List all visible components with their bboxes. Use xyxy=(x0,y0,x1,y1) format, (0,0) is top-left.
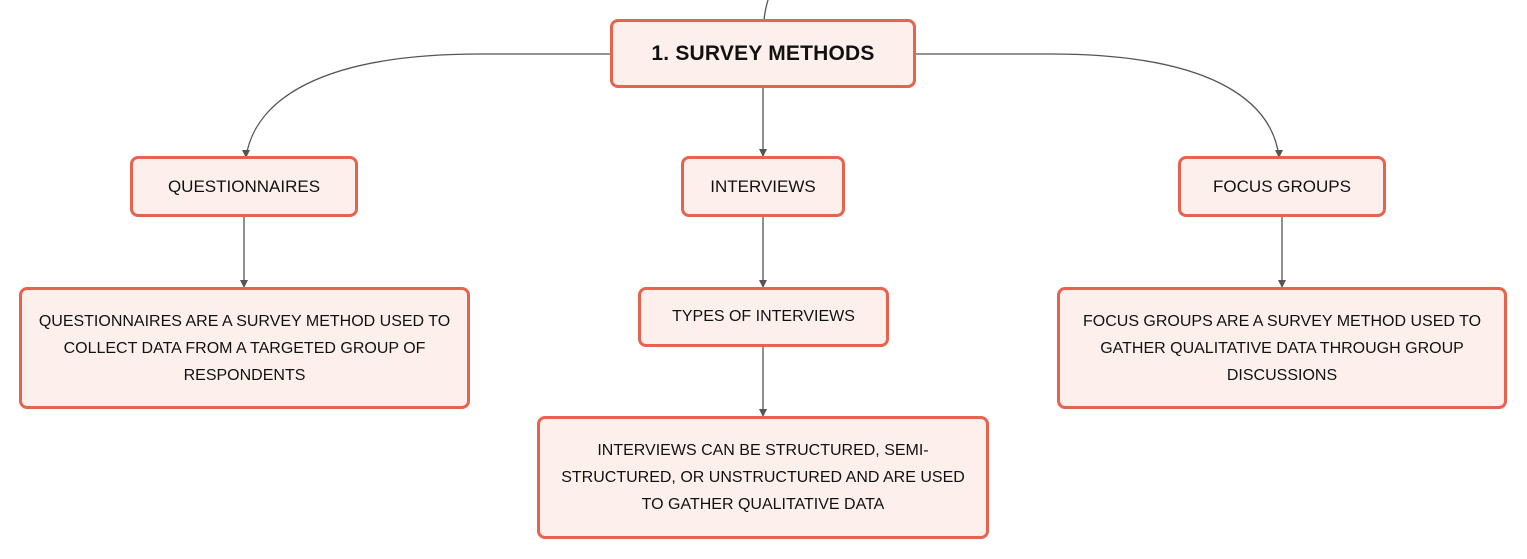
node-focus-groups-label: FOCUS GROUPS xyxy=(1213,176,1351,196)
connector-parent-to-root xyxy=(763,0,769,21)
node-interviews-description-label: INTERVIEWS CAN BE STRUCTURED, SEMI-STRUC… xyxy=(561,442,965,513)
arrowhead xyxy=(242,150,250,158)
node-questionnaires-description-label: QUESTIONNAIRES ARE A SURVEY METHOD USED … xyxy=(38,312,451,384)
node-questionnaires-label: QUESTIONNAIRES xyxy=(167,176,321,196)
arrowhead xyxy=(759,149,767,157)
node-types-of-interviews-label: TYPES OF INTERVIEWS xyxy=(672,308,855,325)
node-interviews-description[interactable]: INTERVIEWS CAN BE STRUCTURED, SEMI-STRUC… xyxy=(537,416,989,539)
node-focus-groups[interactable]: FOCUS GROUPS xyxy=(1178,156,1386,217)
arrowhead xyxy=(1275,150,1283,158)
node-interviews-label: INTERVIEWS xyxy=(710,176,816,196)
root-node-label: 1. SURVEY METHODS xyxy=(651,41,875,65)
root-node[interactable]: 1. SURVEY METHODS xyxy=(610,19,916,88)
connector-root-to-focus-groups xyxy=(916,53,1280,158)
node-focus-groups-description-label: FOCUS GROUPS ARE A SURVEY METHOD USED TO… xyxy=(1082,312,1482,384)
node-focus-groups-description[interactable]: FOCUS GROUPS ARE A SURVEY METHOD USED TO… xyxy=(1057,287,1507,409)
arrowhead xyxy=(1278,280,1286,288)
node-questionnaires[interactable]: QUESTIONNAIRES xyxy=(130,156,358,217)
arrowhead xyxy=(759,280,767,288)
arrowhead xyxy=(759,409,767,417)
connector-root-to-questionnaires xyxy=(245,53,611,158)
node-interviews[interactable]: INTERVIEWS xyxy=(681,156,845,217)
arrowhead xyxy=(240,280,248,288)
node-questionnaires-description[interactable]: QUESTIONNAIRES ARE A SURVEY METHOD USED … xyxy=(19,287,470,409)
node-types-of-interviews[interactable]: TYPES OF INTERVIEWS xyxy=(638,287,889,347)
